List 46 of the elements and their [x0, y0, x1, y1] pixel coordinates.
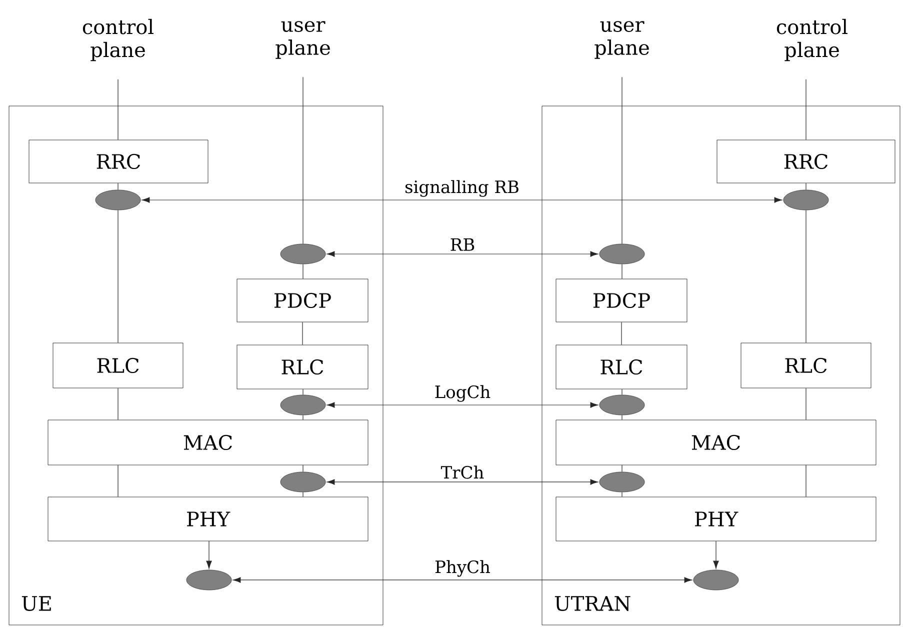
access-point-ellipse [95, 190, 141, 210]
connector-line [302, 388, 304, 396]
connector-line [621, 322, 622, 346]
double-arrow [326, 479, 598, 485]
layer-box: PDCP [556, 278, 688, 322]
access-point-ellipse [186, 570, 232, 590]
layer-box: RLC [556, 344, 688, 390]
layer-box: RRC [716, 140, 896, 184]
access-point-ellipse [783, 190, 829, 210]
layer-box: MAC [48, 420, 368, 466]
access-point-ellipse [599, 244, 645, 264]
layer-box: RRC [28, 140, 208, 184]
access-point-ellipse [280, 394, 326, 416]
access-point-ellipse [280, 472, 326, 492]
connector-line [302, 264, 304, 280]
plane-label: user plane [594, 21, 649, 59]
layer-box: MAC [556, 420, 876, 466]
layer-box: RLC [236, 344, 368, 390]
layer-box: PHY [556, 496, 876, 542]
plane-label: control plane [82, 18, 154, 62]
access-point-ellipse [599, 472, 645, 492]
layer-box: RLC [740, 342, 872, 388]
plane-label: control plane [776, 18, 848, 62]
edge-label: signalling RB [404, 179, 520, 198]
double-arrow [142, 197, 782, 203]
double-arrow [232, 577, 692, 583]
connector-line [302, 492, 304, 498]
double-arrow [326, 251, 598, 257]
connector-line [302, 414, 304, 420]
connector-line [302, 76, 304, 244]
layer-box: PDCP [236, 278, 368, 322]
access-point-ellipse [599, 394, 645, 416]
access-point-ellipse [280, 244, 326, 264]
edge-label: PhyCh [434, 559, 492, 578]
arrow [713, 540, 719, 569]
layer-box: PHY [48, 496, 368, 542]
plane-label: user plane [276, 21, 330, 59]
edge-label: RB [448, 237, 476, 252]
connector-line [302, 322, 303, 346]
arrow [206, 540, 212, 569]
edge-label: LogCh [433, 384, 492, 403]
access-point-ellipse [693, 570, 739, 590]
double-arrow [326, 402, 598, 408]
layer-box: RLC [52, 342, 184, 388]
connector-line [302, 464, 304, 472]
edge-label: TrCh [440, 464, 486, 480]
